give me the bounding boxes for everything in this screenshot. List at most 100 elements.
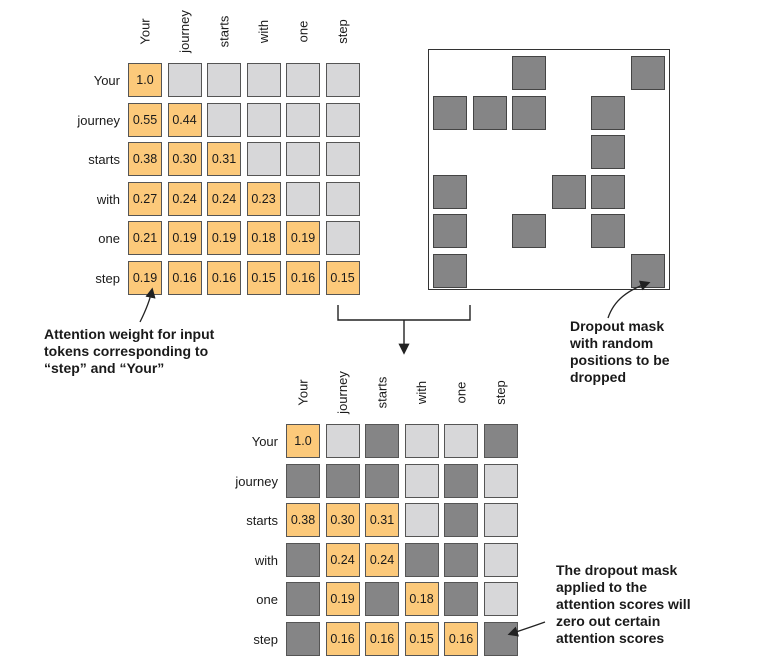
matrix-cell <box>404 542 439 577</box>
dropout-mask-grid <box>428 49 670 290</box>
matrix-cell: 0.18 <box>404 582 439 616</box>
matrix-cell <box>325 221 360 255</box>
matrix-cell <box>483 424 518 458</box>
matrix-cell: 0.19 <box>286 221 320 255</box>
row-label-with: with <box>254 552 278 568</box>
attention-weight-pointer <box>139 287 156 323</box>
matrix-cell: 0.19 <box>128 260 162 295</box>
matrix-cell <box>286 542 320 577</box>
matrix-cell: 0.19 <box>207 221 241 255</box>
row-label-with: with <box>96 191 120 207</box>
mask-cell <box>591 95 625 130</box>
matrix-cell: 0.16 <box>444 621 478 656</box>
matrix-cell: 0.15 <box>404 621 439 656</box>
mask-cell <box>433 214 467 248</box>
mask-applied-note: The dropout mask applied to the attentio… <box>556 562 691 646</box>
row-label-journey: journey <box>235 473 278 489</box>
mask-cell <box>512 95 546 130</box>
matrix-cell: 0.23 <box>246 181 281 216</box>
matrix-cell <box>444 542 478 577</box>
matrix-cell <box>483 542 518 577</box>
mask-cell <box>433 95 467 130</box>
matrix-cell <box>483 621 518 656</box>
matrix-cell: 0.15 <box>246 260 281 295</box>
dropout-mask-note: Dropout mask with random positions to be… <box>570 318 670 385</box>
matrix-cell <box>325 424 360 458</box>
matrix-cell <box>167 63 202 97</box>
row-label-one: one <box>256 592 278 607</box>
row-label-starts: starts <box>246 513 278 528</box>
matrix-cell <box>444 424 478 458</box>
matrix-cell: 0.38 <box>128 142 162 176</box>
matrix-cell <box>286 102 320 137</box>
row-label-step: step <box>253 631 278 647</box>
matrix-cell <box>404 424 439 458</box>
mask-cell <box>433 253 467 288</box>
row-label-starts: starts <box>88 152 120 167</box>
matrix-cell: 0.31 <box>365 503 399 537</box>
mask-cell <box>551 174 586 209</box>
dropout-mask-pointer <box>607 280 651 319</box>
matrix-cell: 0.55 <box>128 102 162 137</box>
mask-cell <box>591 214 625 248</box>
row-label-Your: Your <box>251 434 278 449</box>
matrix-cell: 0.24 <box>207 181 241 216</box>
matrix-cell <box>286 463 320 498</box>
matrix-cell: 0.18 <box>246 221 281 255</box>
matrix-cell: 0.16 <box>365 621 399 656</box>
mask-cell <box>591 174 625 209</box>
row-label-Your: Your <box>93 73 120 88</box>
mask-cell <box>512 56 546 90</box>
matrix-cell <box>207 63 241 97</box>
matrix-cell <box>365 463 399 498</box>
matrix-cell: 0.38 <box>286 503 320 537</box>
matrix-cell <box>286 63 320 97</box>
mask-applied-pointer <box>507 621 546 637</box>
matrix-cell <box>246 63 281 97</box>
matrix-cell: 0.24 <box>167 181 202 216</box>
matrix-cell <box>483 463 518 498</box>
matrix-cell: 0.16 <box>167 260 202 295</box>
matrix-cell <box>325 102 360 137</box>
matrix-cell <box>325 181 360 216</box>
matrix-cell: 0.19 <box>167 221 202 255</box>
matrix-cell: 0.24 <box>365 542 399 577</box>
matrix-cell: 0.44 <box>167 102 202 137</box>
matrix-cell <box>404 463 439 498</box>
matrix-cell: 0.15 <box>325 260 360 295</box>
matrix-cell <box>404 503 439 537</box>
merge-bracket <box>337 305 471 321</box>
matrix-cell: 0.21 <box>128 221 162 255</box>
matrix-cell <box>325 463 360 498</box>
matrix-cell <box>365 424 399 458</box>
attention-weight-note: Attention weight for input tokens corres… <box>44 326 215 376</box>
matrix-cell: 0.19 <box>325 582 360 616</box>
matrix-cell <box>325 63 360 97</box>
row-label-step: step <box>95 270 120 286</box>
matrix-cell: 0.30 <box>325 503 360 537</box>
matrix-cell <box>444 503 478 537</box>
mask-cell <box>591 135 625 169</box>
matrix-cell: 1.0 <box>128 63 162 97</box>
matrix-cell <box>246 102 281 137</box>
mask-cell <box>433 174 467 209</box>
matrix-cell <box>286 181 320 216</box>
matrix-cell: 0.30 <box>167 142 202 176</box>
mask-cell <box>630 56 665 90</box>
matrix-cell <box>286 582 320 616</box>
matrix-cell <box>286 142 320 176</box>
matrix-cell: 0.24 <box>325 542 360 577</box>
matrix-cell <box>246 142 281 176</box>
matrix-cell: 0.16 <box>286 260 320 295</box>
matrix-cell <box>444 463 478 498</box>
matrix-cell: 0.16 <box>207 260 241 295</box>
matrix-cell <box>365 582 399 616</box>
matrix-cell <box>286 621 320 656</box>
matrix-cell: 1.0 <box>286 424 320 458</box>
mask-cell <box>512 214 546 248</box>
mask-cell <box>472 95 507 130</box>
matrix-cell: 0.16 <box>325 621 360 656</box>
matrix-cell <box>207 102 241 137</box>
matrix-cell <box>325 142 360 176</box>
